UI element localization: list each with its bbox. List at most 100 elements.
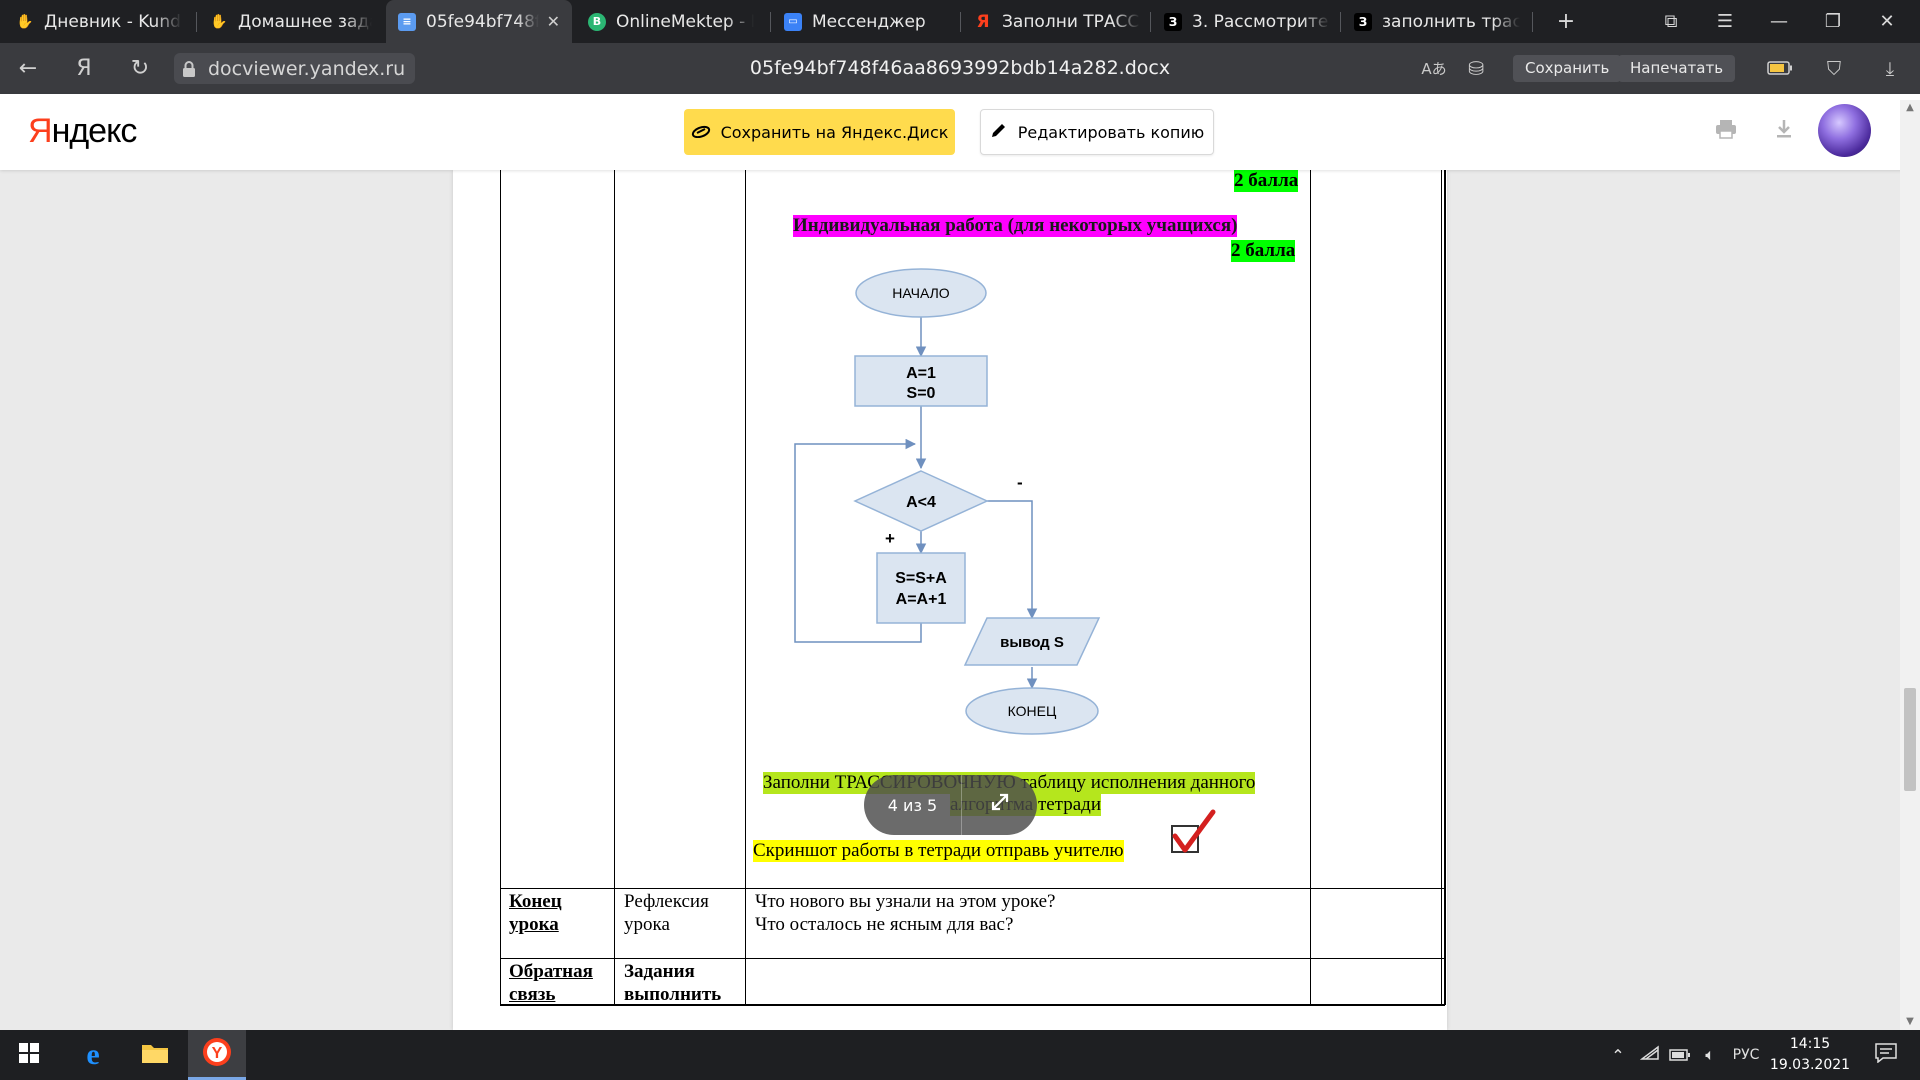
wifi-icon — [1639, 1045, 1660, 1065]
viewer-header: Яндекс Сохранить на Яндекс.Диск Редактир… — [0, 94, 1920, 170]
arrow-left-icon: ← — [18, 56, 38, 81]
reload-button[interactable]: ↻ — [118, 43, 162, 94]
tab-znanija-1[interactable]: З 3. Рассмотрите блок-схему — [1152, 0, 1342, 43]
shield-icon: ⛉ — [1826, 57, 1842, 80]
edit-copy-button[interactable]: Редактировать копию — [980, 109, 1214, 155]
loop-body-process — [876, 552, 966, 624]
yandex-home-button[interactable]: Я — [62, 43, 106, 94]
show-hidden-icons-button[interactable]: ⌃ — [1604, 1030, 1632, 1080]
speaker-icon: 🔈︎ — [1705, 1045, 1715, 1064]
individual-work-heading: Индивидуальная работа (для некоторых уча… — [793, 215, 1238, 237]
edge-icon: e — [86, 1038, 100, 1071]
condition-label: A<4 — [906, 494, 936, 511]
translate-button[interactable]: Aあ — [1414, 43, 1454, 94]
printer-icon — [1715, 119, 1737, 145]
flowchart-connectors — [794, 316, 1038, 690]
yandex-browser-taskbar-button[interactable]: Y — [188, 1030, 246, 1080]
scroll-down-icon[interactable]: ▼ — [1906, 1016, 1914, 1027]
download-icon — [1775, 119, 1793, 145]
connector-condition-output — [987, 500, 1038, 620]
tab-messenger[interactable]: ▭ Мессенджер — [772, 0, 962, 43]
reflection-questions: Что нового вы узнали на этом уроке? Что … — [755, 891, 1056, 935]
download-button[interactable] — [1766, 114, 1802, 150]
tab-yandex-search[interactable]: Я Заполни ТРАССИРОВОЧНУЮ — [962, 0, 1152, 43]
user-avatar[interactable] — [1818, 104, 1871, 157]
notifications-button[interactable] — [1866, 1030, 1906, 1080]
lock-icon — [182, 60, 196, 78]
print-page-button[interactable]: Напечатать — [1618, 55, 1736, 82]
yes-branch-label: + — [885, 529, 895, 548]
algorithm-flowchart: НАЧАЛО A=1 S=0 A<4 - + S=S+A A=A+1 вывод… — [794, 268, 1216, 853]
connector-loop-back — [794, 438, 922, 643]
document-icon: ≡ — [398, 12, 416, 31]
fullscreen-button[interactable] — [962, 791, 1037, 819]
downloads-button[interactable]: ⤓ — [1870, 43, 1910, 94]
minimize-icon: — — [1770, 11, 1788, 32]
document-viewport: 2 балла Индивидуальная работа (для некот… — [0, 170, 1920, 1030]
page-navigator: 4 из 5 — [864, 775, 1037, 835]
battery-tray-button[interactable] — [1666, 1030, 1694, 1080]
tab-label: 05fe94bf748f46aa — [426, 11, 539, 32]
print-button[interactable] — [1708, 114, 1744, 150]
edge-taskbar-button[interactable]: e — [64, 1030, 122, 1080]
explorer-taskbar-button[interactable] — [126, 1030, 184, 1080]
save-to-yandex-disk-button[interactable]: Сохранить на Яндекс.Диск — [684, 109, 955, 155]
menu-button[interactable]: ☰ — [1702, 0, 1748, 43]
yandex-icon: Я — [76, 56, 92, 81]
init-line-2: S=0 — [907, 385, 936, 402]
close-tab-icon[interactable]: ✕ — [546, 12, 560, 31]
kundelik-icon: ✋ — [16, 13, 34, 30]
yandex-icon: Я — [976, 11, 990, 32]
tab-onlinemektep[interactable]: B OnlineMektep - Bilimland — [576, 0, 766, 43]
plus-icon: + — [1556, 9, 1576, 34]
page-counter[interactable]: 4 из 5 — [887, 795, 938, 815]
url-field[interactable]: docviewer.yandex.ru — [174, 53, 416, 84]
end-node-label: КОНЕЦ — [1008, 703, 1057, 719]
volume-button[interactable]: 🔈︎ — [1696, 1030, 1724, 1080]
score-2-points: 2 балла — [1234, 170, 1299, 192]
protect-button[interactable]: ⛉ — [1814, 43, 1854, 94]
stage-feedback: Обратная связь — [509, 961, 593, 1005]
tab-label: OnlineMektep - Bilimland — [616, 11, 754, 32]
tab-znanija-2[interactable]: З заполнить трассировочную — [1342, 0, 1532, 43]
stage-end-of-lesson: Конец урока — [509, 891, 562, 935]
extensions-button[interactable]: ⛁ — [1456, 43, 1496, 94]
collections-button[interactable]: ⧉ — [1648, 0, 1694, 43]
body-line-1: S=S+A — [895, 570, 947, 587]
save-page-button[interactable]: Сохранить — [1513, 55, 1622, 82]
input-language[interactable]: РУС — [1732, 1047, 1760, 1063]
system-clock[interactable]: 14:15 19.03.2021 — [1760, 1034, 1860, 1076]
output-io — [963, 617, 1101, 666]
vertical-scrollbar[interactable]: ▲ ▼ — [1900, 100, 1920, 1030]
init-process — [854, 355, 988, 407]
close-window-button[interactable]: ✕ — [1864, 0, 1910, 43]
minimize-button[interactable]: — — [1756, 0, 1802, 43]
start-button[interactable] — [0, 1030, 58, 1080]
init-line-1: A=1 — [906, 365, 936, 382]
network-button[interactable] — [1636, 1030, 1664, 1080]
start-node-label: НАЧАЛО — [892, 285, 950, 301]
tab-homework[interactable]: ✋ Домашнее задание — [198, 0, 384, 43]
restore-button[interactable]: ❐ — [1810, 0, 1856, 43]
notification-icon — [1875, 1043, 1897, 1067]
scroll-up-icon[interactable]: ▲ — [1906, 102, 1914, 113]
battery-icon — [1669, 1046, 1691, 1065]
znanija-icon: З — [1354, 12, 1372, 31]
new-tab-button[interactable]: + — [1543, 0, 1589, 43]
tab-document-active[interactable]: ≡ 05fe94bf748f46aa ✕ — [386, 0, 572, 43]
edit-copy-label: Редактировать копию — [1017, 122, 1205, 142]
yandex-logo[interactable]: Яндекс — [28, 112, 137, 150]
znanija-icon: З — [1164, 12, 1182, 31]
yandex-browser-icon: Y — [202, 1037, 232, 1071]
back-button[interactable]: ← — [6, 43, 50, 94]
tab-kundelik-diary[interactable]: ✋ Дневник - Kundelik — [4, 0, 194, 43]
pencil-icon — [990, 121, 1008, 143]
download-icon: ⤓ — [1885, 57, 1895, 80]
no-branch-label: - — [1017, 473, 1023, 492]
tab-label: 3. Рассмотрите блок-схему — [1192, 11, 1330, 32]
scroll-thumb[interactable] — [1904, 688, 1916, 791]
battery-saver-button[interactable] — [1760, 43, 1800, 94]
kundelik-icon: ✋ — [210, 13, 228, 30]
expand-icon — [989, 791, 1011, 819]
address-bar: ← Я ↻ docviewer.yandex.ru 05fe94bf748f46… — [0, 43, 1920, 94]
